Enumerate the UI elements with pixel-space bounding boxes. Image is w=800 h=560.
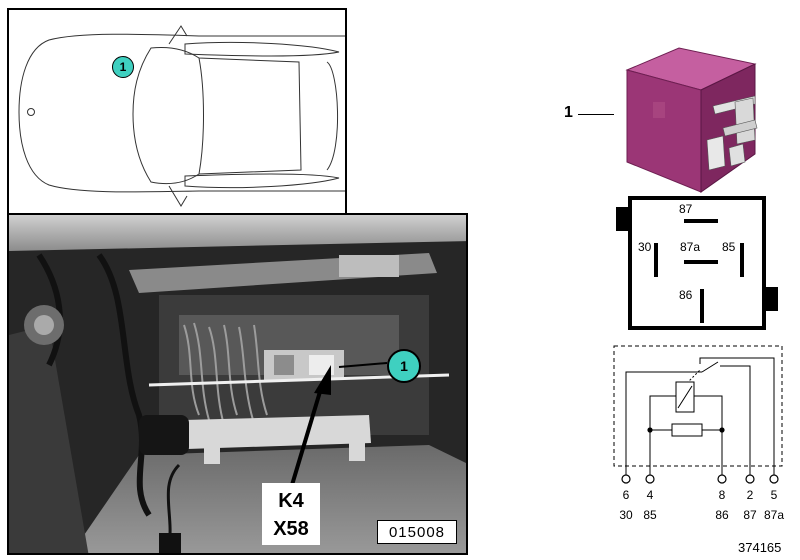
pin-number-4: 4 [646,488,654,502]
relay-callout-number: 1 [564,104,573,121]
photo-callout-number: 1 [400,358,408,374]
terminal-87a-label: 87a [680,240,701,254]
relay-face-tab-right [766,287,778,311]
terminal-86-bar [700,289,704,323]
terminal-87a-bar [684,260,718,264]
schematic-label-87a: 87a [763,508,785,522]
car-outline-drawing [18,25,345,207]
pin-number-6: 6 [622,488,630,502]
relay-face-diagram: 87 87a 30 85 86 [616,196,778,330]
relay-face-tab-left [616,207,628,231]
installation-photo-panel: 1 K4 X58 015008 [7,213,468,555]
terminal-87-label: 87 [679,202,693,216]
terminal-85-label: 85 [722,240,736,254]
relay-part-image [605,44,785,194]
schematic-label-30: 30 [619,508,633,522]
schematic-label-86: 86 [715,508,729,522]
schematic-label-85: 85 [643,508,657,522]
terminal-85-bar [740,243,744,277]
relay-schematic: 6 4 8 2 5 30 85 86 87 87a [610,344,790,530]
pin-number-2: 2 [746,488,754,502]
relay-drawing [625,47,758,193]
car-location-panel: 1 [7,8,347,220]
component-label-x58: X58 [273,518,309,540]
component-label-box: K4 X58 [262,483,320,545]
photo-image-code: 015008 [377,520,457,544]
schematic-label-87: 87 [743,508,757,522]
relay-callout-leader [578,114,614,115]
car-callout-number: 1 [119,60,127,74]
component-label-k4: K4 [278,490,304,512]
terminal-86-label: 86 [679,288,693,302]
pin-number-8: 8 [718,488,726,502]
terminal-30-label: 30 [638,240,652,254]
terminal-87-bar [684,219,718,223]
pin-number-5: 5 [770,488,778,502]
relay-schematic-drawing [613,345,783,484]
figure-code: 374165 [738,540,782,555]
terminal-30-bar [654,243,658,277]
installation-photo [9,215,466,553]
photo-callout-marker: 1 [387,349,421,383]
car-callout-marker: 1 [112,56,134,78]
